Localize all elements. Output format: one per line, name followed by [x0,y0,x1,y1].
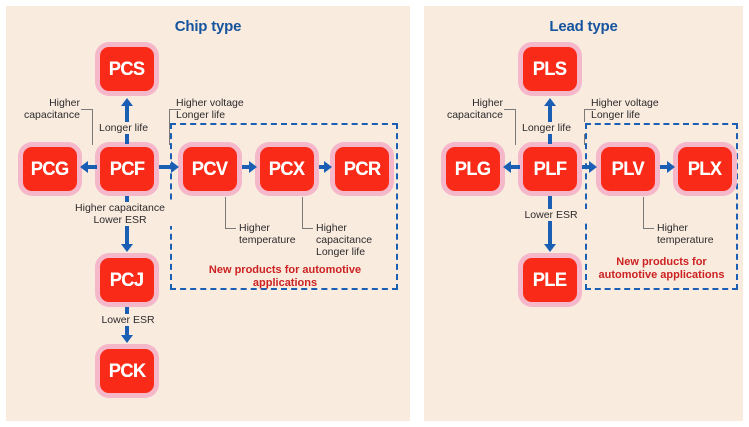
node-plv-label: PLV [611,158,645,180]
node-ple-label: PLE [533,269,567,291]
node-pcf[interactable]: PCF [95,142,159,196]
node-plg-label: PLG [455,158,491,180]
note-higher-temperature-chip: Higher temperature [239,222,296,246]
panel-lead-type: Lead type PLS PLG PLF PLV [424,6,743,421]
node-pcr[interactable]: PCR [330,142,394,196]
node-pcf-fill: PCF [100,147,154,191]
leader-higher-capacitance-lead [504,109,516,145]
node-pls[interactable]: PLS [518,42,582,96]
node-ple-fill: PLE [523,258,577,302]
node-pcv[interactable]: PCV [178,142,242,196]
node-plx[interactable]: PLX [673,142,737,196]
note-lower-esr-lead: Lower ESR [508,209,594,221]
node-plg-fill: PLG [446,147,500,191]
arrow-pcx-to-pcr [319,161,332,173]
node-plf[interactable]: PLF [518,142,582,196]
automotive-region-lead [585,123,738,290]
node-pcx-fill: PCX [260,147,314,191]
node-plx-fill: PLX [678,147,732,191]
node-plf-label: PLF [533,158,567,180]
node-pcv-label: PCV [192,158,228,180]
node-pcs-label: PCS [109,58,145,80]
node-pcj[interactable]: PCJ [95,253,159,307]
automotive-caption-chip: New products for automotive applications [208,264,362,289]
note-higher-capacitance-chip: Higher capacitance [23,97,80,121]
node-pcx[interactable]: PCX [255,142,319,196]
leader-higher-capacitance-longer-life-chip [302,197,314,229]
note-higher-temperature-lead: Higher temperature [657,222,714,246]
node-pcj-label: PCJ [110,269,144,291]
node-pck-label: PCK [108,360,146,382]
arrow-pcf-to-pcg [80,161,97,173]
note-higher-capacitance-lower-esr-chip: Higher capacitance Lower ESR [61,202,179,226]
node-plx-label: PLX [688,158,722,180]
node-pcs-fill: PCS [100,47,154,91]
node-pck[interactable]: PCK [95,344,159,398]
node-pcf-label: PCF [109,158,145,180]
node-pck-fill: PCK [100,349,154,393]
panel-lead-title: Lead type [549,18,618,35]
node-pcv-fill: PCV [183,147,237,191]
note-longer-life-lead: Longer life [521,122,585,134]
arrow-plv-to-plx [660,161,675,173]
note-higher-voltage-longer-life-chip: Higher voltage Longer life [176,97,244,121]
node-pcr-label: PCR [343,158,381,180]
node-pls-label: PLS [533,58,567,80]
node-plv[interactable]: PLV [596,142,660,196]
arrow-pcf-to-pcs [121,98,133,144]
note-longer-life-chip: Longer life [98,122,162,134]
arrow-plf-to-plg [503,161,520,173]
node-pls-fill: PLS [523,47,577,91]
note-lower-esr-chip: Lower ESR [85,314,171,326]
leader-higher-voltage-chip [169,109,181,145]
node-pcr-fill: PCR [335,147,389,191]
node-plg[interactable]: PLG [441,142,505,196]
node-pcj-fill: PCJ [100,258,154,302]
node-plv-fill: PLV [601,147,655,191]
node-ple[interactable]: PLE [518,253,582,307]
arrow-plf-to-pls [544,98,556,144]
note-higher-voltage-longer-life-lead: Higher voltage Longer life [591,97,659,121]
node-pcg-fill: PCG [23,147,77,191]
leader-higher-capacitance-chip [81,109,93,145]
automotive-caption-lead: New products for automotive applications [598,256,725,281]
node-pcg-label: PCG [31,158,69,180]
panel-chip-type: Chip type PCS PCG PCF PCV [6,6,410,421]
note-higher-capacitance-lead: Higher capacitance [446,97,503,121]
leader-higher-temperature-lead [643,197,655,229]
node-pcs[interactable]: PCS [95,42,159,96]
arrow-pcv-to-pcx [242,161,257,173]
panel-chip-title: Chip type [174,18,242,35]
node-pcx-label: PCX [269,158,305,180]
leader-higher-temperature-chip [225,197,237,229]
arrow-plf-to-plv [582,161,597,173]
node-pcg[interactable]: PCG [18,142,82,196]
node-plf-fill: PLF [523,147,577,191]
arrow-plf-to-ple [544,196,556,252]
note-higher-capacitance-longer-life-chip: Higher capacitance Longer life [316,222,373,258]
arrow-pcf-to-pcv [159,161,179,173]
